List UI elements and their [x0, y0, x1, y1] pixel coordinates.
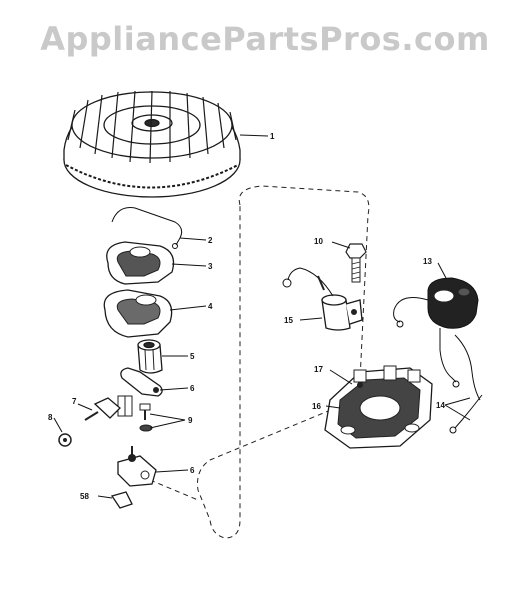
screws: [139, 403, 153, 432]
gasket: [103, 289, 173, 338]
callout-7: 7: [72, 397, 77, 406]
spring-clip-end: [172, 243, 178, 249]
callout-15: 15: [284, 316, 293, 325]
callout-2: 2: [208, 236, 213, 245]
breaker-cover: [106, 241, 175, 285]
breaker-arm: [117, 367, 163, 417]
callout-4: 4: [208, 302, 213, 311]
cam-bushing: [137, 339, 163, 374]
condenser: [282, 267, 363, 331]
breaker-base: [117, 446, 157, 487]
condenser-screw: [345, 243, 367, 283]
leader-lines: [53, 134, 471, 499]
callout-1: 1: [270, 132, 275, 141]
dashed-group-outline: [197, 185, 370, 539]
callout-17: 17: [314, 365, 323, 374]
callout-9: 9: [188, 416, 193, 425]
callout-10: 10: [314, 237, 323, 246]
dashed-lead-line: [149, 479, 199, 501]
felt-wick: [110, 491, 133, 509]
callout-6: 6: [190, 384, 195, 393]
coil-leads: [449, 334, 483, 434]
watermark: AppliancePartsPros.com: [40, 20, 490, 58]
callout-58: 58: [80, 492, 89, 501]
ignition-coil: [393, 277, 479, 388]
nut: [58, 433, 72, 447]
callout-16: 16: [312, 402, 321, 411]
spring-clip: [111, 207, 183, 246]
callout-5: 5: [190, 352, 195, 361]
callout-13: 13: [423, 257, 432, 266]
callout-8: 8: [48, 413, 53, 422]
callout-labels: 1 2 3 4 5 6 7 8 9 6 58 10 13 15 17 16 14: [48, 132, 445, 501]
callout-14: 14: [436, 401, 445, 410]
stator-plate: [324, 365, 433, 449]
flywheel: [63, 90, 241, 198]
callout-6-base: 6: [190, 466, 195, 475]
terminal-stud: [84, 397, 121, 421]
callout-3: 3: [208, 262, 213, 271]
